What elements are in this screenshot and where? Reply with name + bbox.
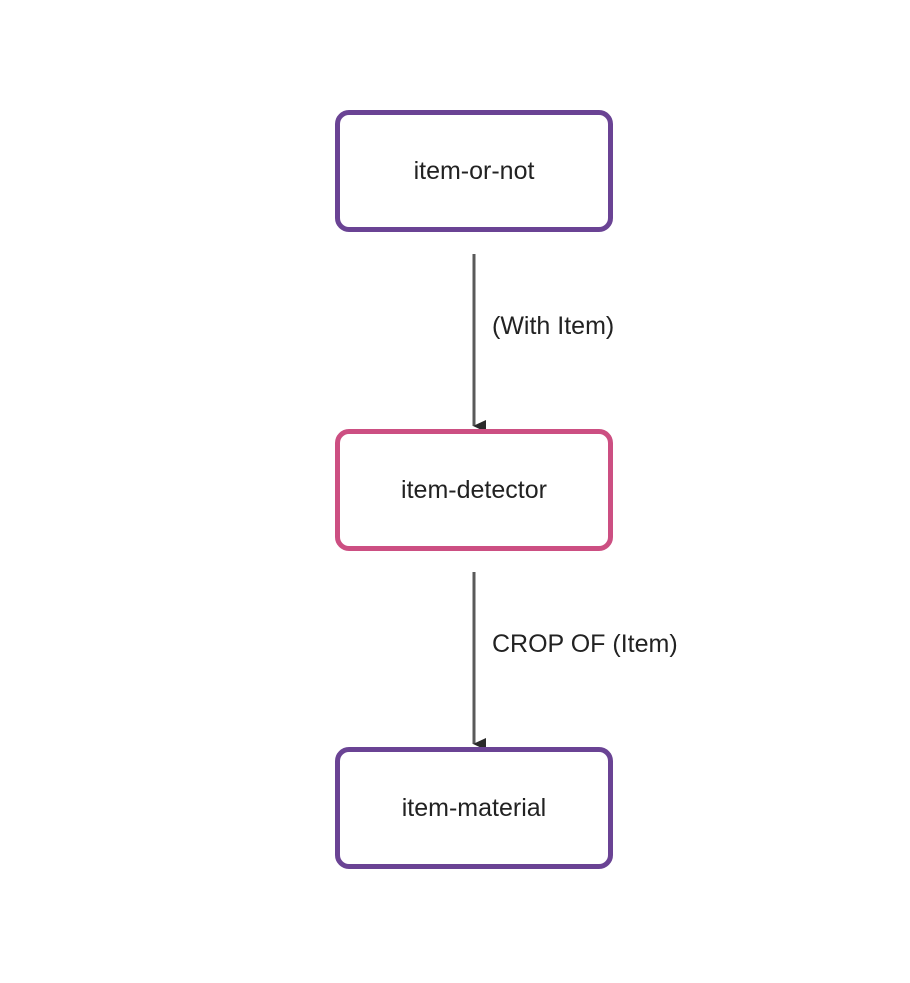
edge-label-crop-of-item: CROP OF (Item) [492, 630, 678, 658]
node-label: item-detector [401, 475, 547, 504]
node-label: item-material [401, 793, 547, 822]
node-item-material[interactable]: item-material [335, 747, 613, 869]
node-label: item-or-not [413, 156, 535, 185]
node-item-detector[interactable]: item-detector [335, 429, 613, 551]
edge-label-with-item: (With Item) [492, 312, 615, 340]
node-item-or-not[interactable]: item-or-not [335, 110, 613, 232]
